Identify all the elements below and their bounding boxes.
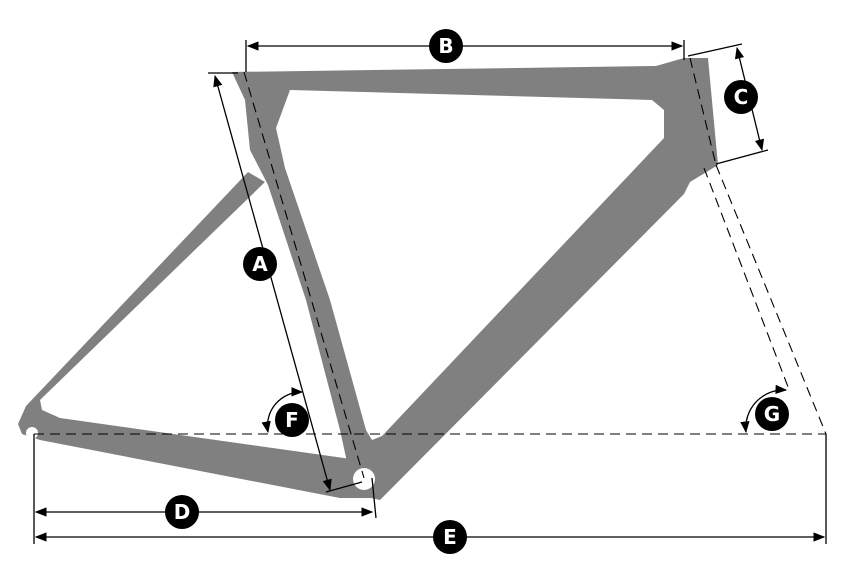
badge-g-label: G <box>764 402 780 426</box>
dim-c-tick-top <box>687 43 743 57</box>
badge-b-label: B <box>438 34 453 58</box>
badge-d-label: D <box>174 500 191 524</box>
dim-a-tick-bottom <box>325 481 363 493</box>
fork-line-1 <box>715 164 827 435</box>
dim-a-line <box>213 74 332 492</box>
rear-dropout <box>26 427 38 439</box>
badge-g: G <box>755 397 789 431</box>
head-tube-axis <box>689 57 717 166</box>
dim-c-tick-bottom <box>715 149 769 165</box>
badge-d: D <box>165 495 199 529</box>
dim-d-tick-right <box>371 477 377 519</box>
dim-f-arc <box>261 387 304 434</box>
badge-a: A <box>243 247 277 281</box>
fork-line-2 <box>703 167 791 393</box>
dimension-lines <box>33 40 827 544</box>
badge-f-label: F <box>285 408 299 432</box>
dim-g-arc <box>740 384 788 434</box>
badge-a-label: A <box>252 252 268 276</box>
badge-b: B <box>429 29 463 63</box>
badge-e-label: E <box>443 525 457 549</box>
badge-c: C <box>724 80 758 114</box>
badge-c-label: C <box>734 85 749 109</box>
badge-f: F <box>275 403 309 437</box>
main-triangle <box>232 58 718 500</box>
rear-triangle <box>18 172 372 498</box>
bike-frame <box>18 58 718 500</box>
bottom-bracket <box>353 468 375 490</box>
badge-e: E <box>433 520 467 554</box>
